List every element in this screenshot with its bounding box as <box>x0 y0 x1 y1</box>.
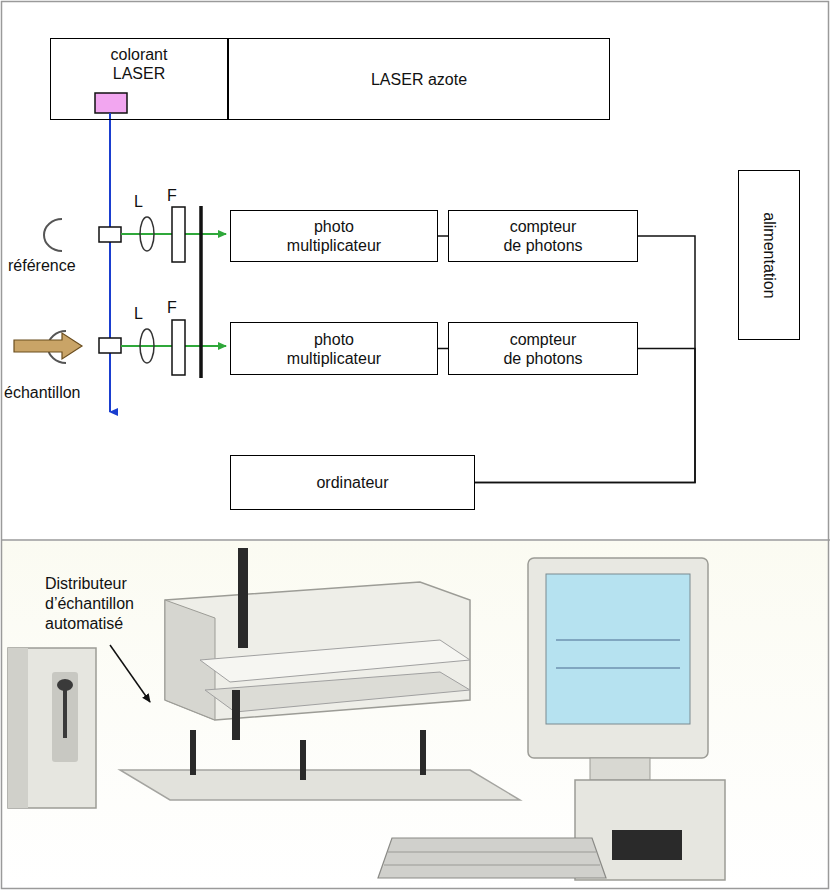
filter <box>172 320 185 375</box>
laser-beam <box>109 113 111 412</box>
node-text: ordinateur <box>316 473 388 492</box>
signal-wire <box>475 349 695 483</box>
signal-wire <box>438 348 448 350</box>
cuvette <box>99 338 121 353</box>
reference-mirror <box>44 219 62 251</box>
node-text: compteur de photons <box>501 217 585 255</box>
part-label: F <box>167 186 177 205</box>
component-box: compteur de photons <box>448 210 638 262</box>
signal-wire <box>438 235 448 237</box>
node-text: compteur de photons <box>501 330 585 368</box>
node-text: photo multiplicateur <box>279 330 389 368</box>
node-text: photo multiplicateur <box>279 217 389 255</box>
component-box: compteur de photons <box>448 322 638 375</box>
component-box: photo multiplicateur <box>230 322 438 375</box>
leader-line <box>110 645 150 702</box>
callout-label: Distributeur d’échantillon automatisé <box>45 574 157 634</box>
part-label: référence <box>8 256 76 275</box>
component-box: ordinateur <box>230 455 475 510</box>
component-box: photo multiplicateur <box>230 210 438 262</box>
lens <box>140 329 154 363</box>
power-supply-box: alimentation <box>738 170 800 340</box>
component-box: colorant LASER <box>50 38 228 120</box>
filter <box>172 207 185 262</box>
slit <box>199 206 203 378</box>
instrument-illustration <box>8 548 725 880</box>
part-label: F <box>167 298 177 317</box>
part-label: L <box>134 192 143 211</box>
part-label: échantillon <box>4 383 81 402</box>
component-box: LASER azote <box>228 38 610 120</box>
sample-arrow <box>14 333 82 359</box>
node-text: colorant LASER <box>99 45 179 83</box>
lens <box>140 217 154 251</box>
signal-wire <box>475 236 695 483</box>
dye-cell <box>95 93 127 113</box>
node-text: LASER azote <box>371 70 467 89</box>
part-label: L <box>134 304 143 323</box>
cuvette <box>99 227 121 242</box>
node-text: alimentation <box>760 212 779 298</box>
divider <box>1 539 830 541</box>
